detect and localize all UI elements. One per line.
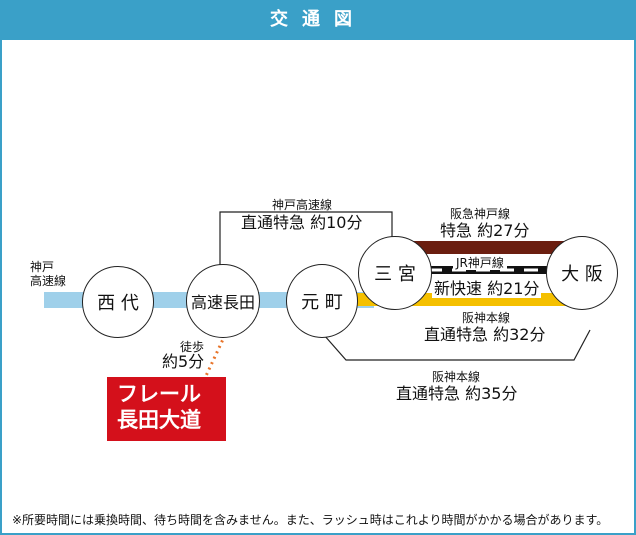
jr-service: 新快速 約21分 (432, 279, 542, 298)
hanshin-outer-service: 直通特急 約35分 (396, 384, 518, 403)
kobe-kosoku-left-line2: 高速線 (30, 274, 67, 288)
destination-line1: フレール (117, 382, 201, 406)
walk-route (203, 334, 227, 379)
hankyu-name: 阪急神戸線 (450, 207, 511, 221)
station-kosoku-nagata: 高速長田 (186, 264, 260, 338)
kobe-kosoku-upper-name: 神戸高速線 (272, 198, 333, 212)
hankyu-service: 特急 約27分 (440, 221, 530, 240)
station-motomachi: 元 町 (286, 264, 358, 338)
walk-time: 約5分 (162, 352, 205, 371)
hanshin-inner-name: 阪神本線 (462, 311, 511, 325)
outer-bracket (323, 329, 591, 361)
jr-name: JR神戸線 (453, 256, 507, 270)
destination-line2: 長田大道 (117, 408, 201, 432)
station-nishidai: 西 代 (82, 266, 154, 338)
upper-bracket (219, 211, 393, 268)
footnote: ※所要時間には乗換時間、待ち時間を含みません。また、ラッシュ時はこれより時間がか… (12, 513, 609, 527)
walk-label: 徒歩 (180, 340, 205, 354)
jr-line (428, 266, 558, 274)
hankyu-line (400, 241, 570, 254)
hanshin-inner-service: 直通特急 約32分 (424, 325, 546, 344)
kobe-kosoku-upper-service: 直通特急 約10分 (241, 213, 363, 232)
station-osaka: 大 阪 (546, 236, 618, 310)
page-title: 交通図 (0, 0, 636, 40)
station-sannomiya: 三 宮 (358, 236, 432, 310)
destination-label: フレール 長田大道 (107, 377, 226, 441)
hanshin-outer-name: 阪神本線 (432, 370, 481, 384)
kobe-kosoku-left-line1: 神戸 (30, 260, 55, 274)
